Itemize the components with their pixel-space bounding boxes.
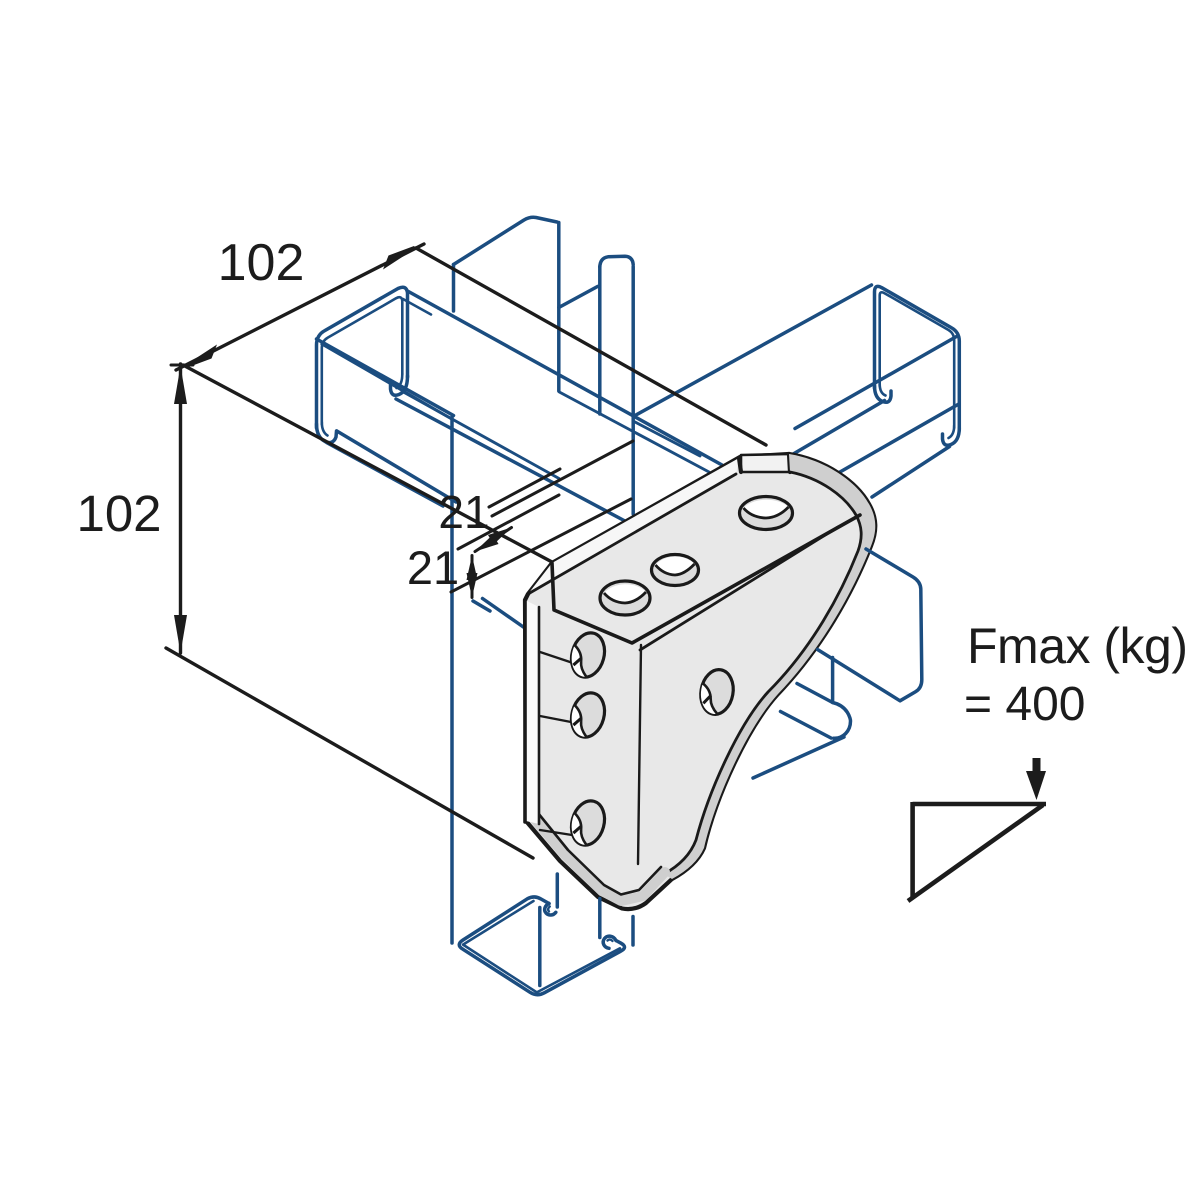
svg-text:Fmax (kg): Fmax (kg) bbox=[967, 618, 1188, 674]
svg-text:21: 21 bbox=[438, 486, 489, 538]
svg-text:102: 102 bbox=[76, 485, 161, 542]
svg-text:102: 102 bbox=[218, 234, 305, 292]
svg-text:21: 21 bbox=[407, 541, 459, 594]
svg-text:= 400: = 400 bbox=[964, 678, 1085, 731]
